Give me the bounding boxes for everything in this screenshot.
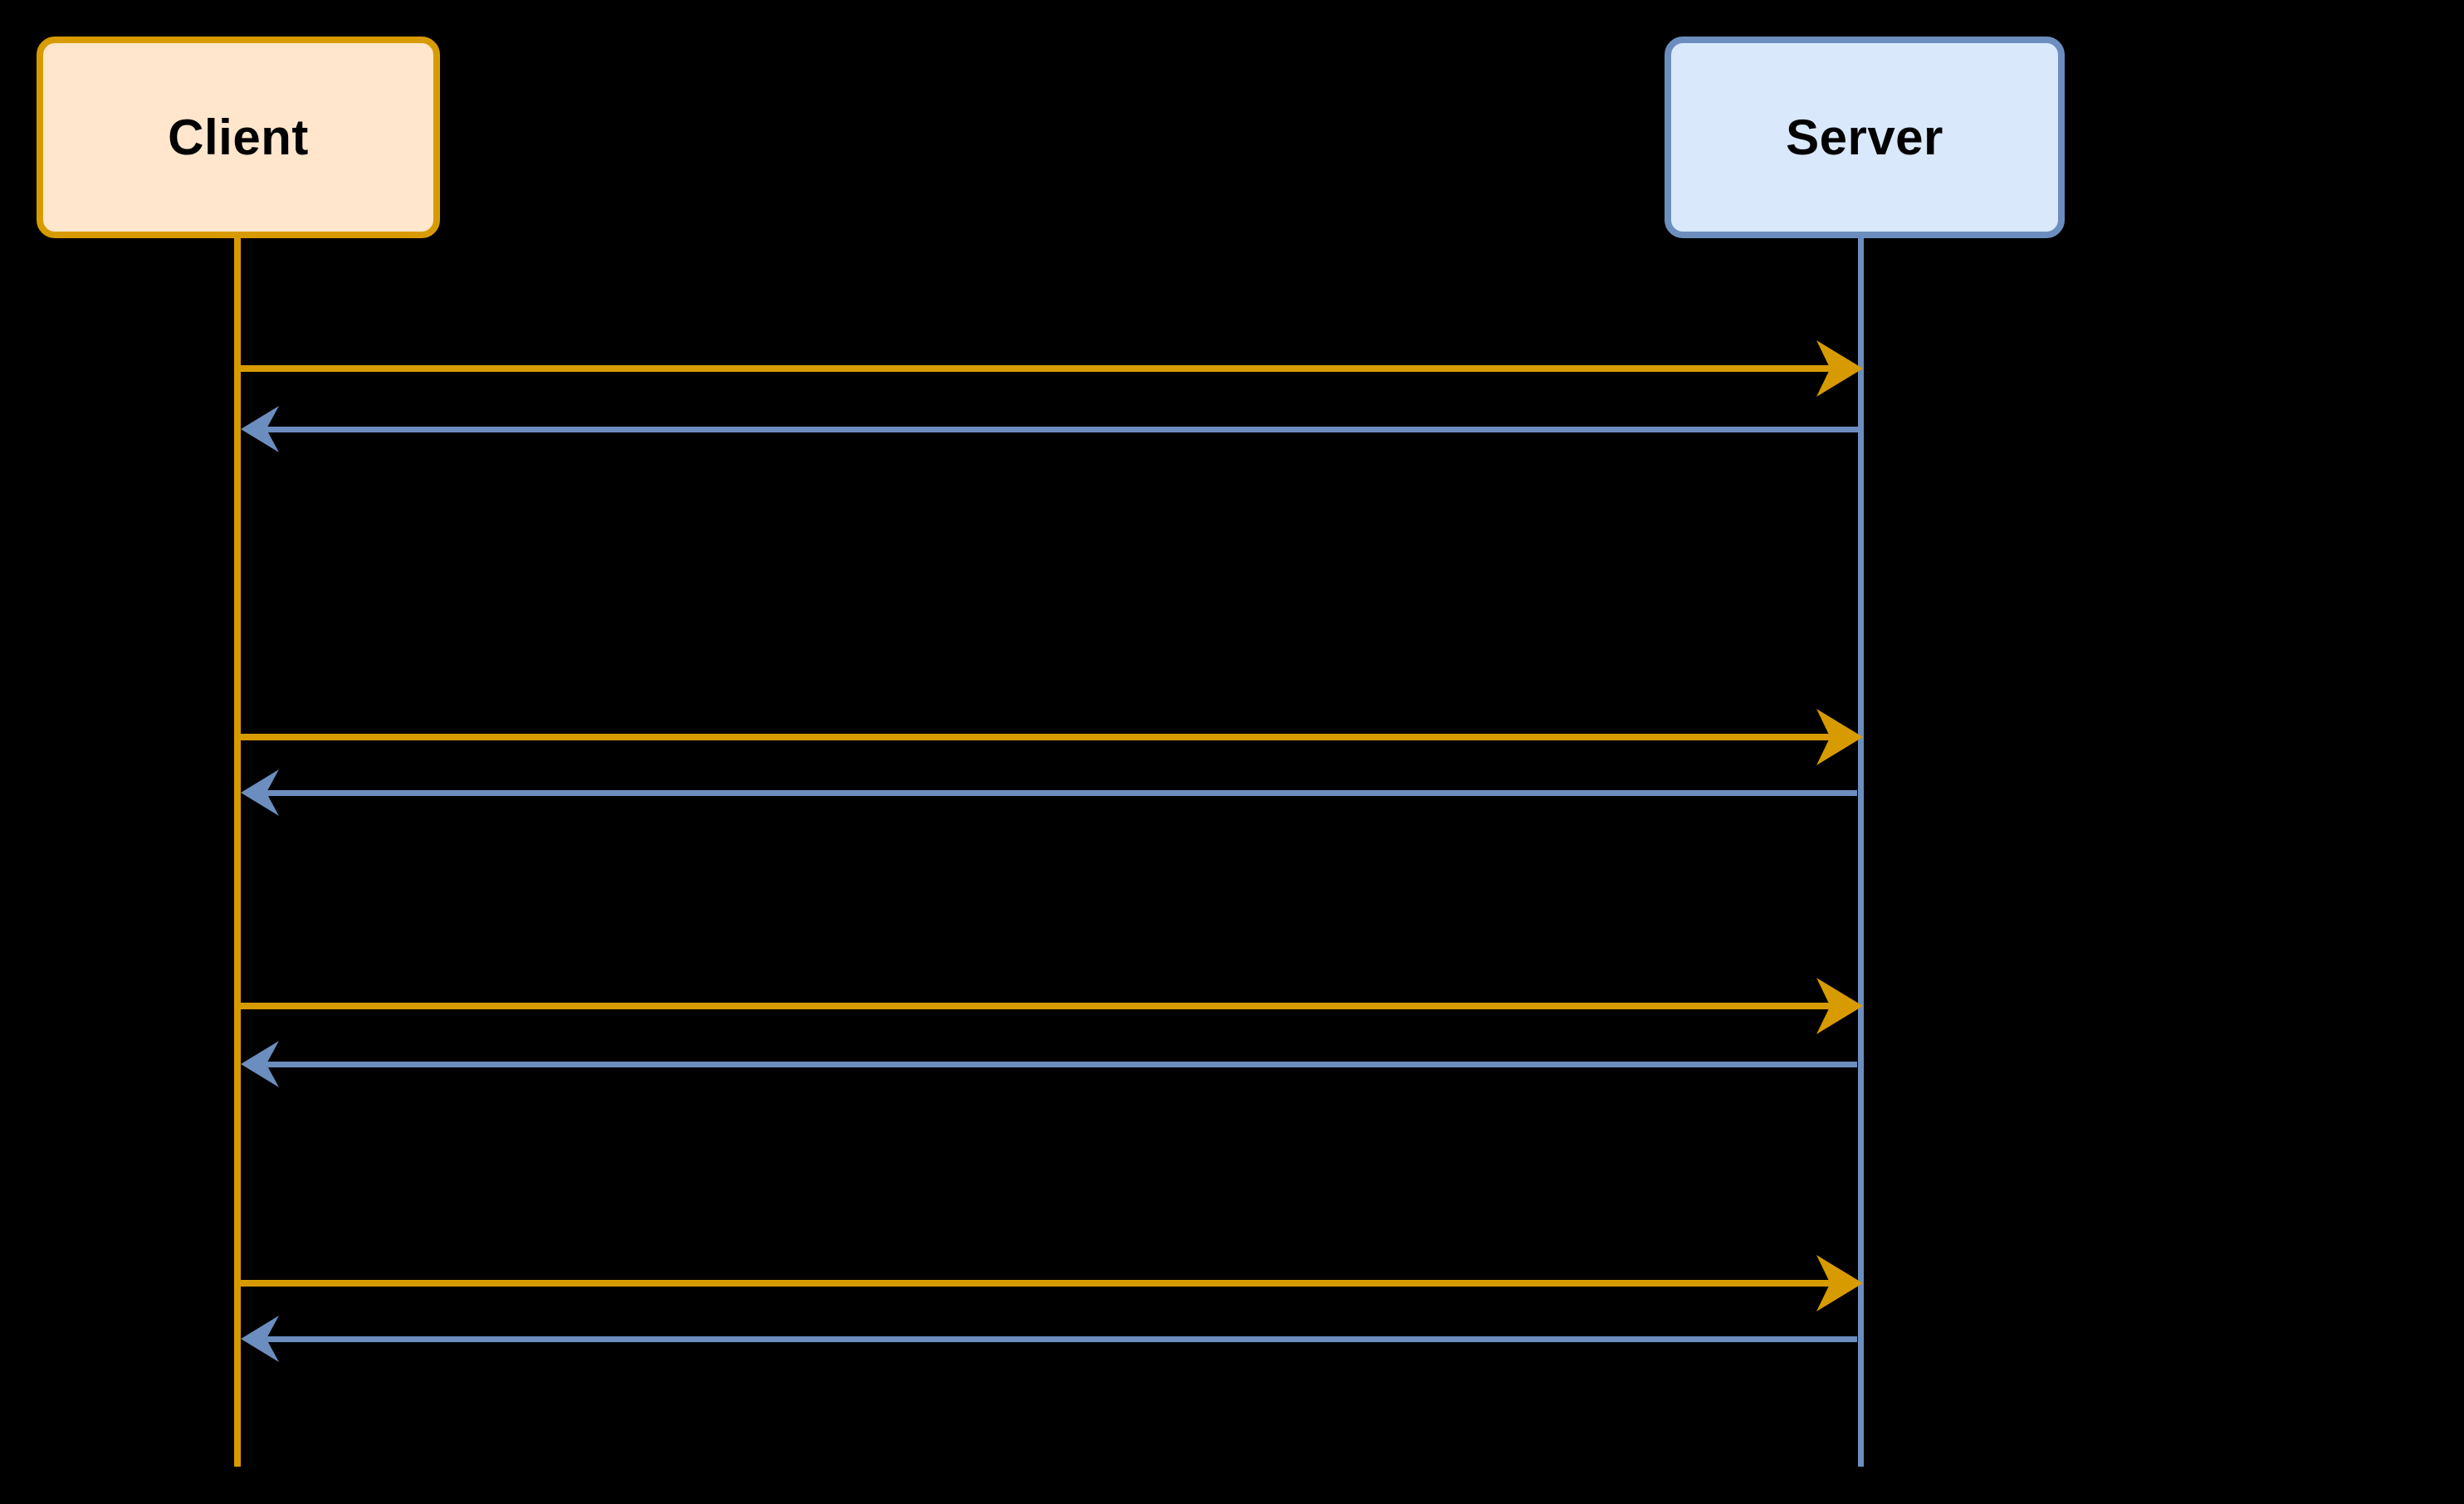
arrow-head-6 [241,1041,279,1087]
arrow-head-5 [1816,978,1863,1034]
arrow-head-4 [241,769,279,816]
lifeline-client [234,238,241,1467]
lifeline-server [1857,238,1864,1467]
participant-box-server[interactable]: Server [1665,37,2065,238]
arrow-head-8 [241,1316,279,1362]
message-line-1 [237,365,1835,372]
message-line-5 [237,1003,1835,1009]
message-line-2 [264,426,1860,432]
message-line-3 [237,734,1835,740]
message-line-6 [264,1061,1857,1067]
arrow-head-7 [1816,1255,1863,1311]
participant-label-client: Client [168,109,309,165]
arrow-head-3 [1816,709,1863,765]
participant-box-client[interactable]: Client [37,37,440,238]
arrow-head-2 [241,406,279,452]
message-line-4 [264,789,1857,796]
participant-label-server: Server [1786,109,1943,165]
arrow-head-1 [1816,340,1863,397]
message-line-8 [264,1336,1857,1342]
message-line-7 [237,1280,1835,1287]
